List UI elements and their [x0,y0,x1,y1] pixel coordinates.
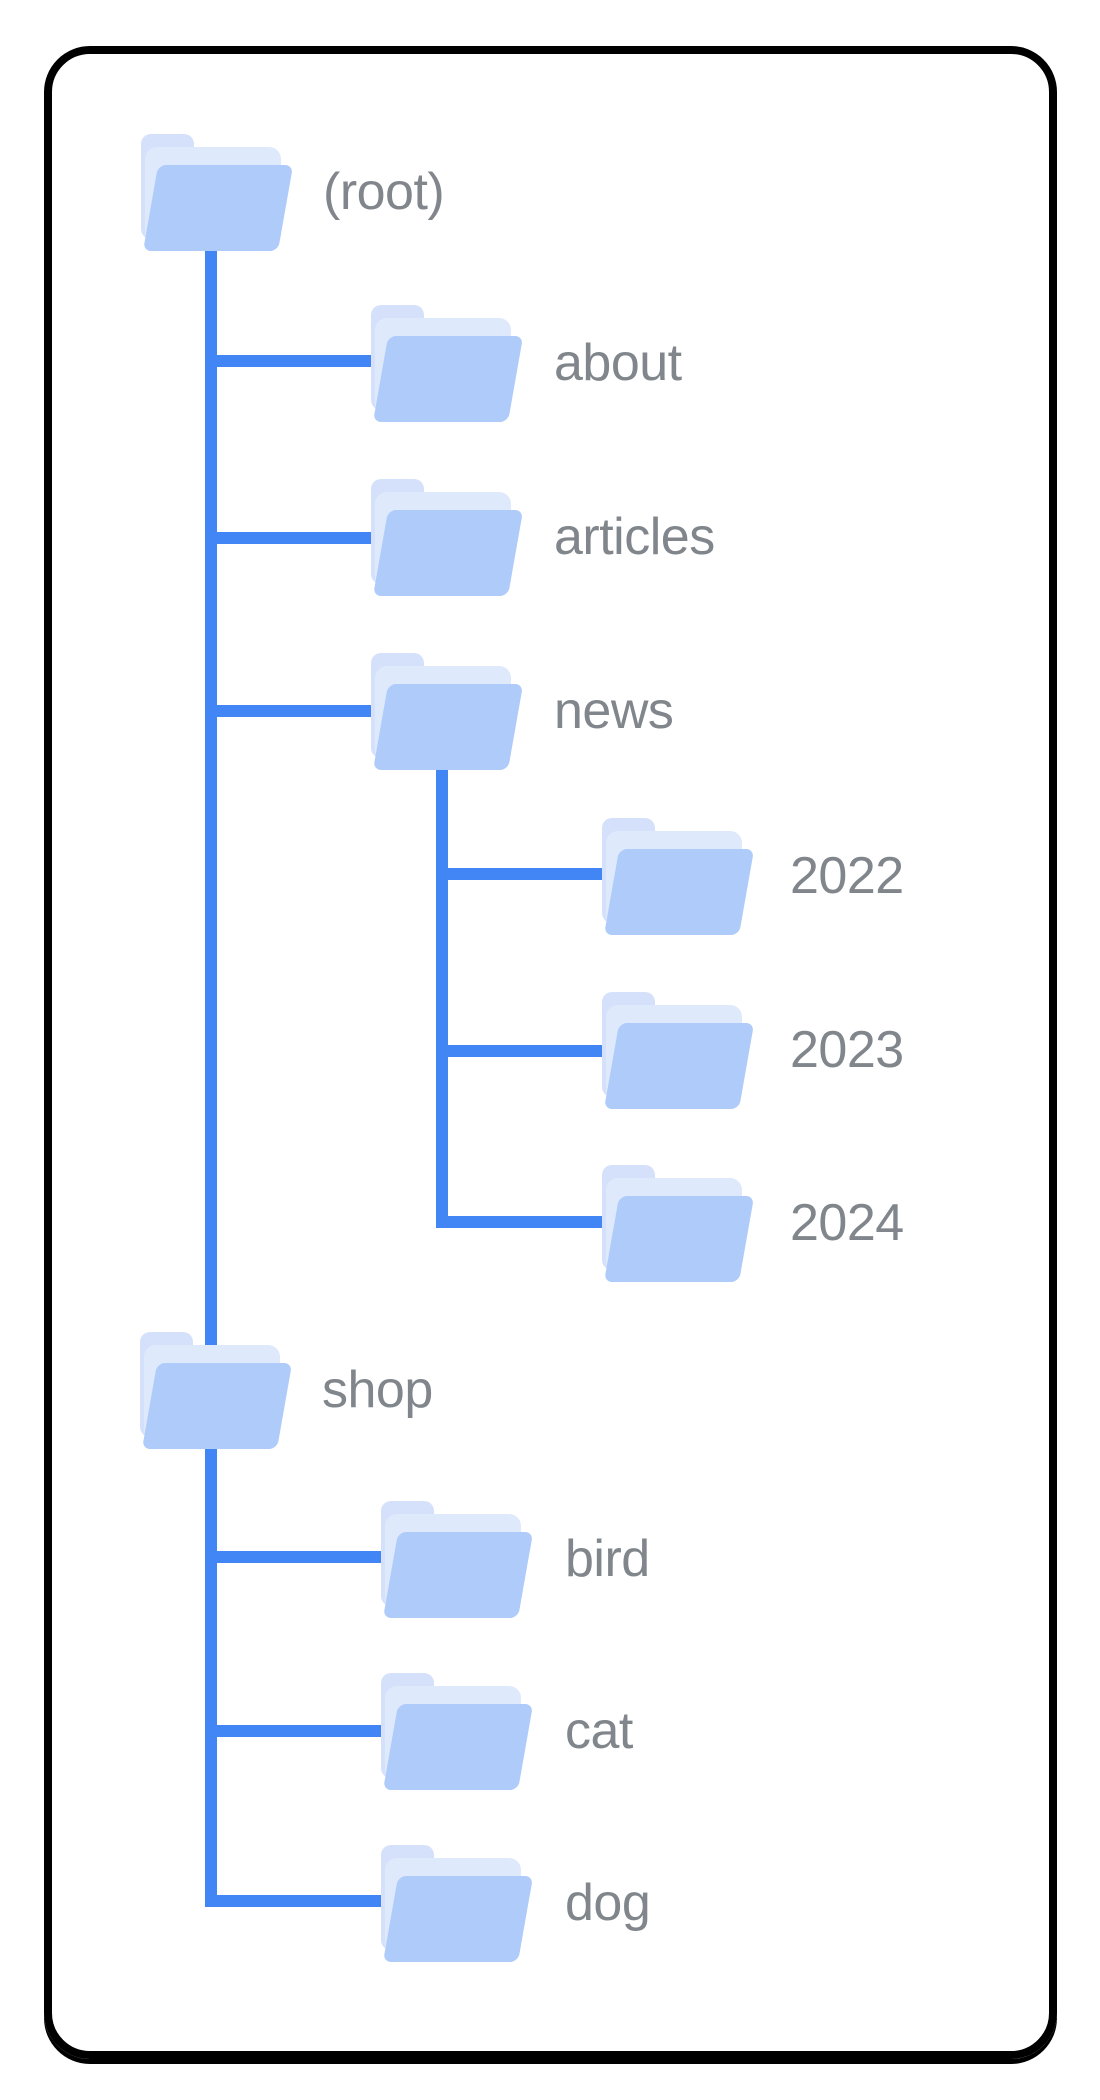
folder-flap [383,1532,534,1618]
folder-icon-2023 [602,992,757,1109]
folder-icon-dog [381,1845,536,1962]
branch-bird-connector [205,1551,390,1563]
folder-icon-2024 [602,1165,757,1282]
branch-2022-connector [436,868,612,880]
folder-icon-articles [371,479,526,596]
folder-flap [373,510,524,596]
branch-2023-connector [436,1045,612,1057]
branch-dog-connector [205,1895,390,1907]
trunk-root-connector [205,246,217,1907]
folder-flap [383,1704,534,1790]
branch-cat-connector [205,1725,390,1737]
folder-flap [373,336,524,422]
folder-flap [142,1363,293,1449]
tree-node-label-dog: dog [565,1874,651,1932]
tree-node-label-cat: cat [565,1702,633,1760]
tree-node-label-root: (root) [323,163,445,221]
folder-icon-about [371,305,526,422]
folder-flap [604,849,755,935]
tree-node-label-2022: 2022 [790,847,904,905]
folder-flap [373,684,524,770]
branch-2024-connector [436,1216,612,1228]
folder-flap [604,1196,755,1282]
branch-news-connector [205,705,380,717]
branch-articles-connector [205,532,380,544]
folder-icon-bird [381,1501,536,1618]
folder-flap [143,165,294,251]
tree-node-label-2023: 2023 [790,1021,904,1079]
branch-about-connector [205,355,380,367]
tree-node-label-articles: articles [554,508,715,566]
tree-node-label-bird: bird [565,1530,650,1588]
tree-node-label-2024: 2024 [790,1194,904,1252]
folder-icon-root [141,134,296,251]
folder-icon-2022 [602,818,757,935]
tree-node-label-shop: shop [322,1361,433,1419]
folder-flap [383,1876,534,1962]
tree-node-label-news: news [554,682,674,740]
trunk-news-connector [436,762,448,1228]
diagram-card-border [44,46,1057,2059]
folder-icon-shop [140,1332,295,1449]
folder-flap [604,1023,755,1109]
folder-icon-cat [381,1673,536,1790]
folder-icon-news [371,653,526,770]
tree-node-label-about: about [554,334,682,392]
